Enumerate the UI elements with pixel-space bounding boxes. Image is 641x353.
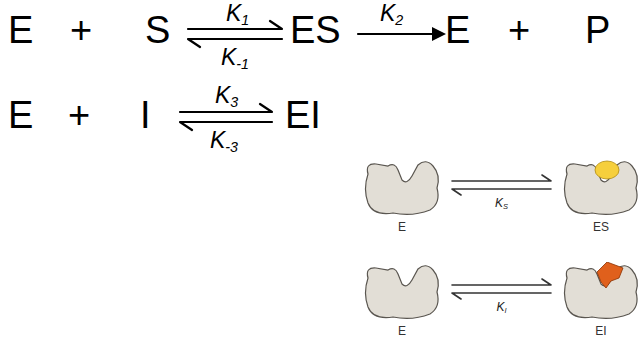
equilibrium-arrow (180, 122, 272, 130)
rate-constant: K1 (226, 2, 249, 28)
equation-term: E (8, 11, 33, 49)
equilibrium-connector (452, 175, 551, 195)
equation-term: + (70, 11, 92, 49)
node-label: E (362, 325, 442, 338)
rate-constant: K-1 (221, 46, 249, 72)
enzyme-node: EI (561, 262, 641, 342)
equation-term: E (445, 11, 470, 49)
equation-term: EI (285, 96, 321, 134)
rate-constant: K3 (215, 84, 238, 110)
equation-term: E (8, 96, 33, 134)
enzyme-node: ES (561, 158, 641, 238)
inhibitor (597, 262, 623, 288)
node-label: E (362, 221, 442, 234)
node-label: EI (561, 325, 641, 338)
enzyme-node: E (362, 158, 442, 238)
node-label: ES (561, 221, 641, 234)
reaction-arrow (358, 33, 432, 35)
substrate (595, 161, 619, 179)
rate-constant: K-3 (210, 129, 238, 155)
equation-term: + (508, 11, 530, 49)
equation-term: + (68, 96, 90, 134)
enzyme-node: E (362, 262, 442, 342)
equilibrium-connector (452, 279, 551, 299)
equation-term: P (585, 11, 610, 49)
equation-term: S (145, 11, 170, 49)
equation-term: ES (290, 11, 341, 49)
arrow-head (432, 27, 446, 41)
rate-constant: KI (494, 301, 508, 315)
rate-constant: K2 (380, 2, 403, 28)
rate-constant: KS (493, 197, 510, 211)
equation-term: I (140, 96, 151, 134)
